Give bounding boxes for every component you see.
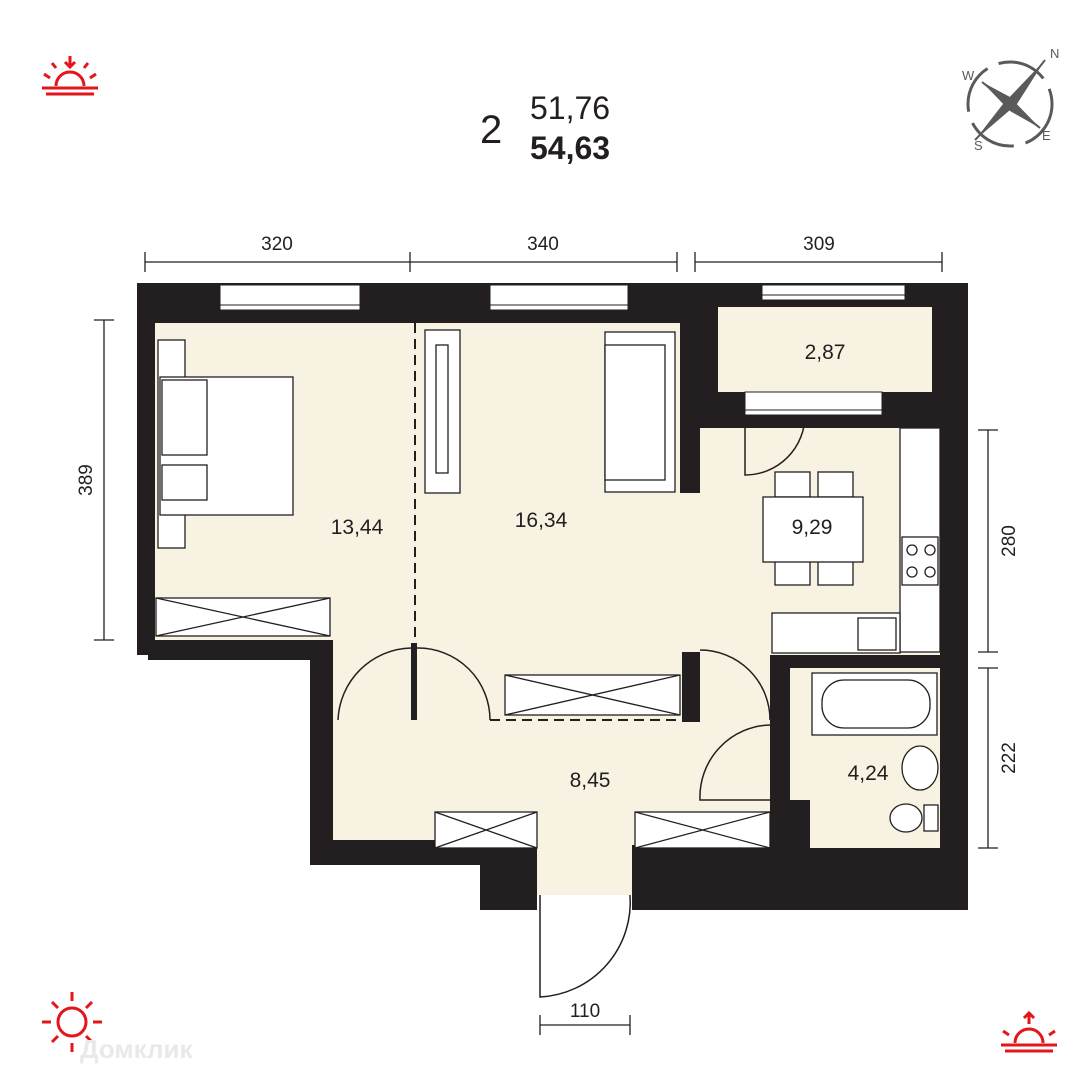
washbasin <box>901 745 939 791</box>
svg-text:N: N <box>1050 46 1059 61</box>
doors[interactable] <box>337 414 806 998</box>
svg-text:W: W <box>962 68 975 83</box>
dim-top-right: 309 <box>803 234 835 255</box>
dim-top-middle: 340 <box>527 234 559 255</box>
sun-icon <box>42 992 102 1052</box>
total-area: 54,63 <box>530 130 611 166</box>
stove <box>901 536 939 586</box>
sink <box>857 617 897 651</box>
compass-icon: N E S W <box>962 46 1059 153</box>
furniture <box>155 329 941 849</box>
room-area-kitchen: 9,29 <box>792 516 833 539</box>
room-area-hallway: 8,45 <box>570 769 611 792</box>
balcony-floor <box>718 307 932 392</box>
room-area-living: 16,34 <box>515 509 568 532</box>
room-count: 2 <box>480 108 503 152</box>
dining-table <box>762 496 864 563</box>
sunrise-icon <box>1001 1010 1057 1053</box>
watermark: Домклик <box>80 1034 193 1064</box>
dim-top-left: 320 <box>261 234 293 255</box>
svg-text:E: E <box>1042 128 1051 143</box>
living-area: 51,76 <box>530 90 611 126</box>
dim-bottom-door: 110 <box>570 1001 600 1022</box>
toilet <box>889 803 923 833</box>
svg-text:S: S <box>974 138 983 153</box>
interior-walls <box>411 300 940 848</box>
dim-left: 389 <box>76 464 97 496</box>
dim-right-lower: 222 <box>999 742 1020 774</box>
dim-right-upper: 280 <box>999 525 1020 557</box>
room-area-bedroom: 13,44 <box>331 516 384 539</box>
room-area-balcony: 2,87 <box>805 341 846 364</box>
sunrise-icon <box>42 56 98 96</box>
room-area-bathroom: 4,24 <box>848 762 889 785</box>
windows[interactable] <box>219 284 906 416</box>
dimension-lines <box>94 252 998 1035</box>
